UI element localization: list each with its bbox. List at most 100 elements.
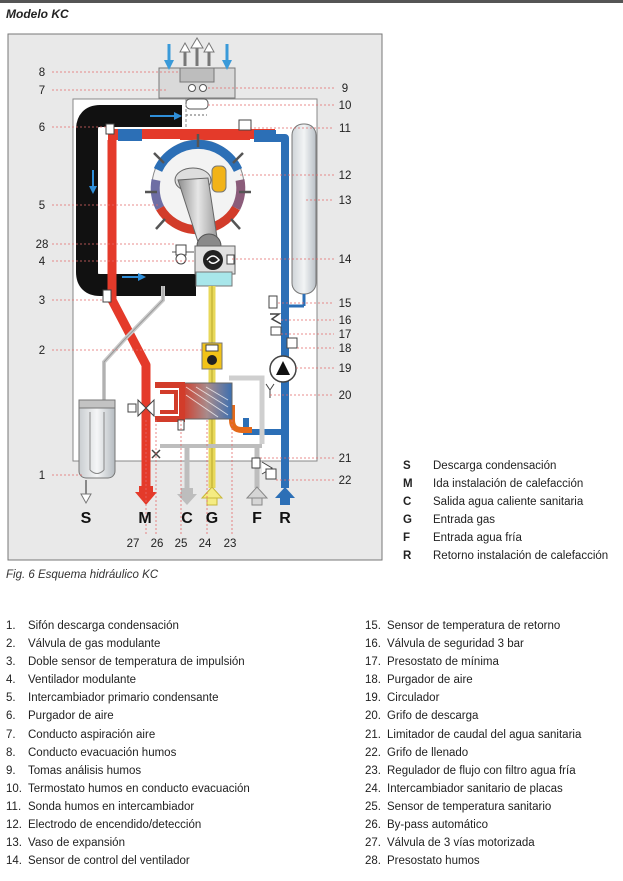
flue-arrows bbox=[164, 37, 232, 70]
legend-key: S bbox=[403, 460, 411, 472]
part-number: 21. bbox=[365, 728, 381, 741]
part-number: 28. bbox=[365, 855, 381, 868]
part-item: 5.Intercambiador primario condensante bbox=[6, 689, 250, 707]
minimum-pressure-switch bbox=[270, 326, 282, 336]
callout-number: C bbox=[181, 510, 193, 527]
part-item: 16.Válvula de seguridad 3 bar bbox=[365, 635, 581, 653]
part-item: 22.Grifo de llenado bbox=[365, 744, 581, 762]
part-item: 11. Sonda humos en intercambiador bbox=[6, 798, 250, 816]
part-item: 6. Purgador de aire bbox=[6, 707, 250, 725]
callout-number: 3 bbox=[39, 295, 45, 307]
callout-number: R bbox=[279, 510, 291, 527]
flue-sensor-exchanger bbox=[238, 119, 252, 131]
callout-number: 18 bbox=[339, 343, 352, 355]
part-label: Válvula de gas modulante bbox=[28, 638, 161, 651]
callout-number: 16 bbox=[339, 315, 352, 327]
part-number: 8. bbox=[6, 746, 16, 759]
callout-number: 22 bbox=[339, 475, 352, 487]
legend-key: M bbox=[403, 478, 413, 490]
connection-arrows bbox=[80, 480, 295, 506]
filling-tap bbox=[265, 468, 277, 480]
part-number: 22. bbox=[365, 746, 381, 759]
part-item: 17.Presostato de mínima bbox=[365, 653, 581, 671]
callout-number: 17 bbox=[339, 329, 352, 341]
part-label: Limitador de caudal del agua sanitaria bbox=[387, 728, 582, 741]
drain-tap bbox=[265, 383, 275, 398]
ignition-electrode bbox=[211, 165, 227, 193]
flue-outlet bbox=[179, 67, 215, 83]
part-number: 15. bbox=[365, 620, 381, 632]
callout-number: 19 bbox=[339, 363, 352, 375]
air-purger-6 bbox=[105, 123, 115, 135]
part-number: 12. bbox=[6, 819, 22, 832]
gas-mixer bbox=[195, 271, 233, 287]
part-label: Sensor de temperatura sanitario bbox=[387, 800, 552, 813]
hydraulic-diagram: 8765284321910111213141516171819202122272… bbox=[7, 33, 383, 561]
callout-number: 25 bbox=[175, 538, 188, 550]
part-label: Grifo de descarga bbox=[387, 710, 479, 723]
callout-number: 20 bbox=[339, 390, 352, 402]
part-label: Purgador de aire bbox=[28, 710, 114, 723]
part-number: 25. bbox=[365, 800, 381, 813]
part-item: 23.Regulador de flujo con filtro agua fr… bbox=[365, 762, 581, 780]
part-number: 2. bbox=[6, 638, 16, 651]
part-number: 6. bbox=[6, 710, 16, 723]
part-item: 28. Presostato humos bbox=[365, 852, 581, 870]
callout-number: 27 bbox=[127, 538, 140, 550]
part-item: 18.Purgador de aire bbox=[365, 671, 581, 689]
callout-number: 23 bbox=[224, 538, 237, 550]
callout-number: 24 bbox=[199, 538, 212, 550]
part-item: 15.Sensor de temperatura de retorno bbox=[365, 617, 581, 635]
callout-number: 11 bbox=[339, 123, 351, 135]
legend-key: C bbox=[403, 496, 412, 508]
part-item: 4.Ventilador modulante bbox=[6, 671, 250, 689]
part-label: Válvula de 3 vías motorizada bbox=[387, 837, 535, 850]
air-intake-duct bbox=[76, 105, 196, 296]
part-label: Circulador bbox=[387, 692, 440, 705]
part-item: 9.Tomas análisis humos bbox=[6, 762, 250, 780]
three-way-valve bbox=[127, 403, 137, 413]
callout-number: 9 bbox=[342, 83, 348, 95]
part-label: Electrodo de encendido/detección bbox=[28, 819, 202, 832]
callout-number: F bbox=[252, 510, 262, 527]
callout-number: 7 bbox=[39, 85, 45, 97]
expansion-vessel bbox=[291, 123, 317, 295]
part-number: 26. bbox=[365, 819, 381, 832]
flow-limiter bbox=[251, 457, 261, 469]
part-item: 12. Electrodo de encendido/detección bbox=[6, 816, 250, 834]
part-label: Conducto evacuación humos bbox=[28, 746, 177, 759]
part-number: 11. bbox=[6, 800, 22, 813]
part-item: 19. Circulador bbox=[365, 689, 581, 707]
air-sample-port bbox=[199, 84, 207, 92]
legend-key: R bbox=[403, 550, 412, 562]
flue-thermostat bbox=[185, 98, 209, 110]
part-item: 24.Intercambiador sanitario de placas bbox=[365, 780, 581, 798]
flow-temp-sensor bbox=[102, 289, 112, 303]
part-label: Conducto aspiración aire bbox=[28, 728, 156, 741]
air-purger-18 bbox=[286, 337, 298, 349]
part-item: 14.Sensor de control del ventilador bbox=[6, 852, 250, 870]
figure-caption: Fig. 6 Esquema hidráulico KC bbox=[6, 569, 159, 581]
callout-number: 1 bbox=[39, 470, 45, 482]
callout-number: 2 bbox=[39, 345, 45, 357]
primary-exchanger-top bbox=[180, 130, 250, 140]
model-title: Modelo KC bbox=[6, 7, 69, 21]
callout-number: 8 bbox=[39, 67, 45, 79]
part-number: 19. bbox=[365, 692, 381, 705]
part-number: 7. bbox=[6, 728, 16, 741]
plate-exchanger bbox=[181, 382, 233, 420]
callout-number: S bbox=[81, 510, 92, 527]
part-label: Intercambiador primario condensante bbox=[28, 692, 219, 705]
part-item: 21. Limitador de caudal del agua sanitari… bbox=[365, 726, 581, 744]
part-number: 27. bbox=[365, 837, 381, 850]
part-label: Sonda humos en intercambiador bbox=[28, 800, 195, 813]
part-item: 13.Vaso de expansión bbox=[6, 834, 250, 852]
part-item: 20.Grifo de descarga bbox=[365, 707, 581, 725]
part-label: Sifón descarga condensación bbox=[28, 620, 179, 632]
part-label: Presostato humos bbox=[387, 855, 480, 868]
return-temp-sensor bbox=[268, 295, 278, 309]
fan-icon bbox=[203, 250, 223, 270]
